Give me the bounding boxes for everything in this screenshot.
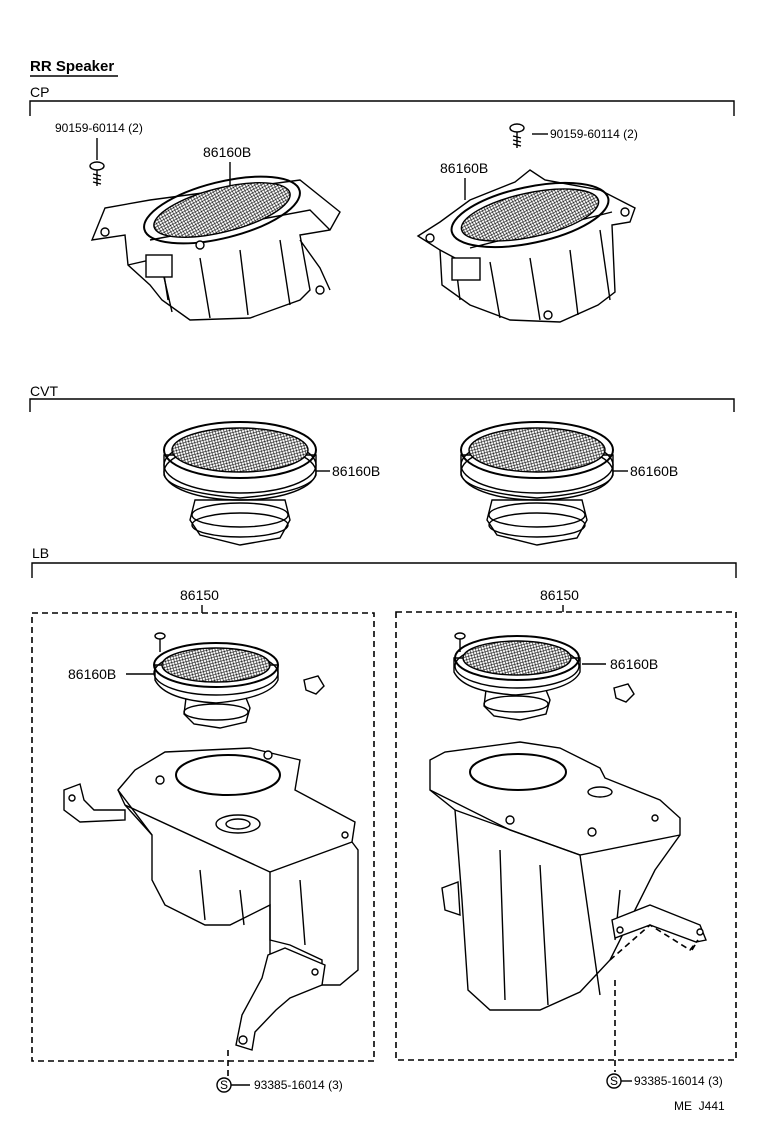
- clip-icon: [303, 675, 325, 695]
- cp-left-part-label: 86160B: [203, 144, 251, 160]
- clip-icon: [613, 683, 635, 703]
- lb-left-speaker-label: 86160B: [68, 666, 116, 682]
- cp-right-part-label: 86160B: [440, 160, 488, 176]
- screw-icon: [454, 632, 466, 652]
- lb-right-bolt-label: 93385-16014 (3): [634, 1074, 723, 1088]
- cvt-right-part-label: 86160B: [630, 463, 678, 479]
- cp-right-screw-label: 90159-60114 (2): [550, 127, 638, 141]
- speaker-lb-left: [153, 642, 279, 729]
- section-bracket-lb: [31, 562, 737, 578]
- section-bracket-cp: [29, 100, 735, 116]
- lb-left-assembly-label: 86150: [180, 587, 219, 603]
- screw-icon: [89, 161, 105, 186]
- section-label-lb: LB: [32, 545, 49, 561]
- speaker-housing-lb-left: [63, 747, 359, 1051]
- section-label-cvt: CVT: [30, 383, 58, 399]
- lb-right-speaker-label: 86160B: [610, 656, 658, 672]
- footer-code: ME J441: [674, 1099, 725, 1113]
- screw-icon: [154, 632, 166, 652]
- cvt-left-part-label: 86160B: [332, 463, 380, 479]
- assembly-box-right: [395, 611, 737, 1061]
- lb-right-bolt-symbol: S: [610, 1074, 618, 1088]
- speaker-box-cp-left: [90, 175, 341, 321]
- section-label-cp: CP: [30, 84, 49, 100]
- speaker-housing-lb-right: [429, 741, 707, 1011]
- diagram-title: RR Speaker: [30, 58, 114, 75]
- lb-left-bolt-label: 93385-16014 (3): [254, 1078, 343, 1092]
- speaker-cvt-right: [460, 421, 614, 546]
- speaker-lb-right: [453, 635, 581, 721]
- speaker-box-cp-right: [416, 169, 636, 323]
- lb-right-assembly-label: 86150: [540, 587, 579, 603]
- speaker-cvt-left: [163, 421, 317, 546]
- assembly-box-left: [31, 612, 375, 1062]
- cp-left-screw-label: 90159-60114 (2): [55, 121, 143, 135]
- lb-left-bolt-symbol: S: [220, 1078, 228, 1092]
- screw-icon: [509, 123, 525, 148]
- section-bracket-cvt: [29, 398, 735, 412]
